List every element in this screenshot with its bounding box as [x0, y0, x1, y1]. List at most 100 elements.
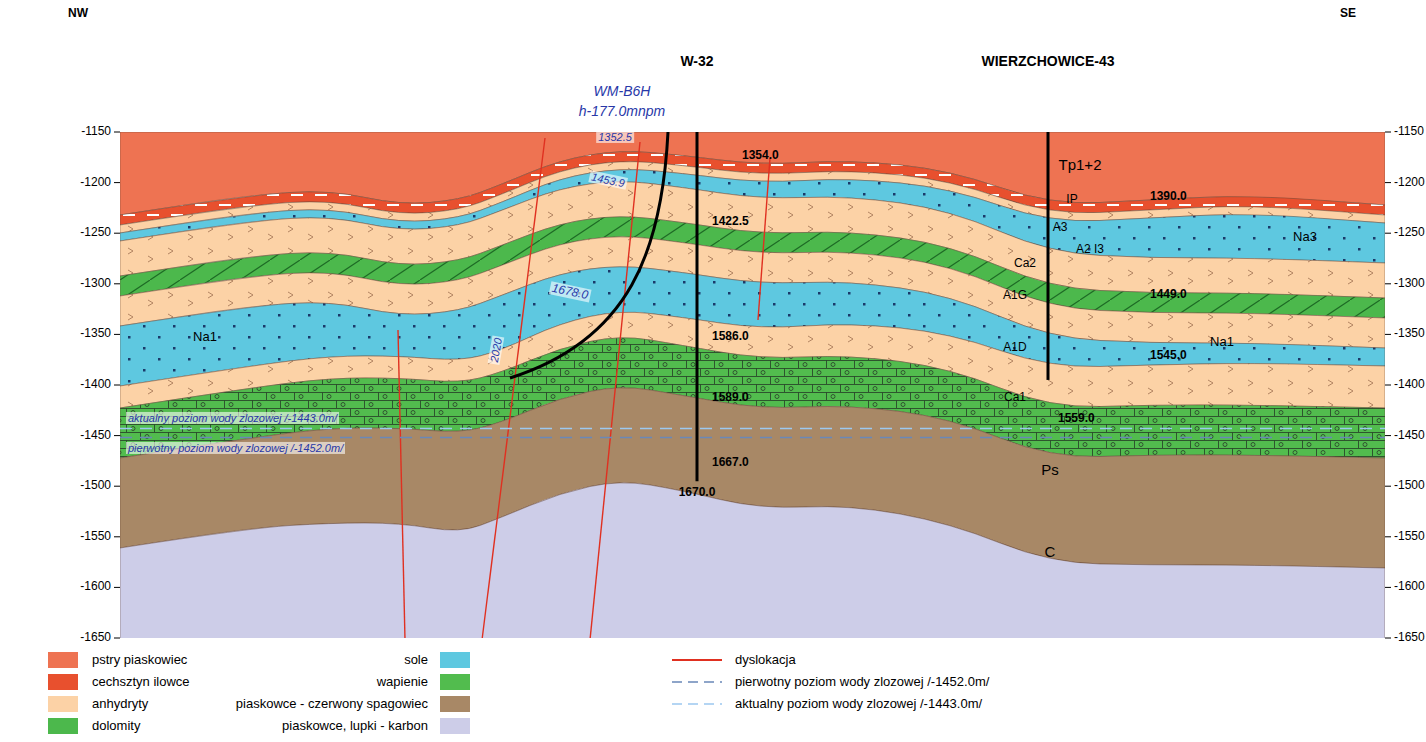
axis-tick	[114, 385, 120, 386]
formation-label: A1G	[1003, 289, 1027, 302]
legend-swatch	[48, 696, 78, 712]
legend-swatch	[440, 696, 470, 712]
depth-axis-label: -1350	[80, 328, 111, 341]
axis-tick	[114, 233, 120, 234]
depth-axis-label: -1400	[80, 378, 111, 391]
depth-value: 1354.0	[742, 149, 779, 162]
current-water-level	[120, 428, 1385, 430]
axis-tick	[1385, 132, 1391, 133]
depth-axis-label: -1550	[1394, 530, 1425, 543]
depth-axis-label: -1600	[80, 581, 111, 594]
depth-axis-label: -1300	[1394, 277, 1425, 290]
legend-text: anhydryty	[92, 697, 148, 711]
legend-swatch	[440, 652, 470, 668]
axis-tick	[1385, 385, 1391, 386]
depth-axis-label: -1450	[80, 429, 111, 442]
depth-axis-label: -1450	[1394, 429, 1425, 442]
formation-label: A2 I3	[1076, 243, 1104, 256]
axis-tick	[1385, 587, 1391, 588]
axis-tick	[1385, 182, 1391, 183]
depth-value: 1589.0	[712, 391, 749, 404]
axis-tick	[114, 638, 120, 639]
well-name: WIERZCHOWICE-43	[982, 54, 1115, 69]
legend-text: cechsztyn ilowce	[92, 675, 190, 689]
fault-line	[398, 330, 405, 638]
axis-tick	[1385, 233, 1391, 234]
direction-label: SE	[1340, 7, 1356, 20]
formation-label: A3	[1053, 221, 1068, 234]
legend-line-sample	[672, 659, 722, 661]
formation-label: Na3	[1293, 230, 1317, 244]
depth-value: 1545.0	[1150, 349, 1187, 362]
axis-tick	[1385, 486, 1391, 487]
depth-axis-label: -1650	[80, 631, 111, 644]
depth-axis-label: -1200	[80, 176, 111, 189]
well-trajectory	[696, 132, 699, 481]
formation-label: Tp1+2	[1059, 157, 1102, 174]
axis-tick	[114, 283, 120, 284]
depth-value: 1390.0	[1150, 190, 1187, 203]
well-trajectory	[1047, 132, 1050, 380]
depth-axis-label: -1150	[81, 125, 111, 138]
horizontal-well	[510, 132, 668, 378]
depth-axis-label: -1150	[1394, 125, 1424, 138]
depth-value: 1667.0	[712, 456, 749, 469]
depth-value: 1670.0	[679, 486, 716, 499]
legend-text: pierwotny poziom wody zlozowej /-1452.0m…	[735, 675, 989, 689]
depth-value: 1352.5	[596, 131, 634, 143]
axis-tick	[114, 536, 120, 537]
depth-value: 1559.0	[1058, 412, 1095, 425]
water-level-label: pierwotny poziom wody zlozowej /-1452.0m…	[126, 442, 345, 454]
water-level-label: aktualny poziom wody zlozowej /-1443.0m/	[126, 412, 339, 424]
depth-axis-label: -1400	[1394, 378, 1425, 391]
depth-axis-label: -1200	[1394, 176, 1425, 189]
formation-label: Na1	[1210, 335, 1234, 349]
legend-text: piaskowce, lupki - karbon	[282, 719, 428, 733]
depth-value: 1422.5	[712, 215, 749, 228]
legend-text: piaskowce - czerwony spagowiec	[236, 697, 428, 711]
fault-line	[590, 142, 640, 638]
well-name: W-32	[680, 54, 713, 69]
legend-line-sample	[672, 703, 722, 705]
axis-tick	[114, 486, 120, 487]
axis-tick	[1385, 435, 1391, 436]
axis-tick	[114, 182, 120, 183]
legend-text: pstry piaskowiec	[92, 653, 187, 667]
depth-axis-label: -1600	[1394, 581, 1425, 594]
legend-swatch	[440, 718, 470, 734]
depth-value: 1586.0	[712, 330, 749, 343]
axis-tick	[1385, 536, 1391, 537]
formation-label: Na1	[193, 330, 217, 344]
legend-text: sole	[404, 653, 428, 667]
original-water-level	[120, 437, 1385, 439]
direction-label: NW	[68, 7, 88, 20]
carboniferous-layer	[120, 483, 1385, 638]
legend-text: dyslokacja	[735, 653, 796, 667]
formation-label: A1D	[1003, 341, 1026, 354]
depth-value: 1449.0	[1150, 288, 1187, 301]
well-name: WM-B6H	[594, 84, 651, 99]
legend-swatch	[48, 674, 78, 690]
depth-axis-label: -1250	[80, 227, 111, 240]
layers	[120, 132, 1385, 638]
axis-tick	[1385, 283, 1391, 284]
depth-axis-label: -1550	[80, 530, 111, 543]
axis-tick	[114, 587, 120, 588]
fault-line	[482, 138, 545, 638]
axis-tick	[114, 435, 120, 436]
depth-axis-label: -1500	[1394, 480, 1425, 493]
legend-text: dolomity	[92, 719, 140, 733]
depth-axis-label: -1650	[1394, 631, 1425, 644]
formation-label: C	[1045, 544, 1056, 561]
depth-axis-label: -1300	[80, 277, 111, 290]
legend-swatch	[48, 718, 78, 734]
depth-axis-label: -1500	[80, 480, 111, 493]
axis-tick	[1385, 638, 1391, 639]
legend-line-sample	[672, 681, 722, 683]
legend-swatch	[440, 674, 470, 690]
depth-axis-label: -1250	[1394, 227, 1425, 240]
well-elevation: h-177.0mnpm	[579, 104, 665, 119]
depth-axis-label: -1350	[1394, 328, 1425, 341]
